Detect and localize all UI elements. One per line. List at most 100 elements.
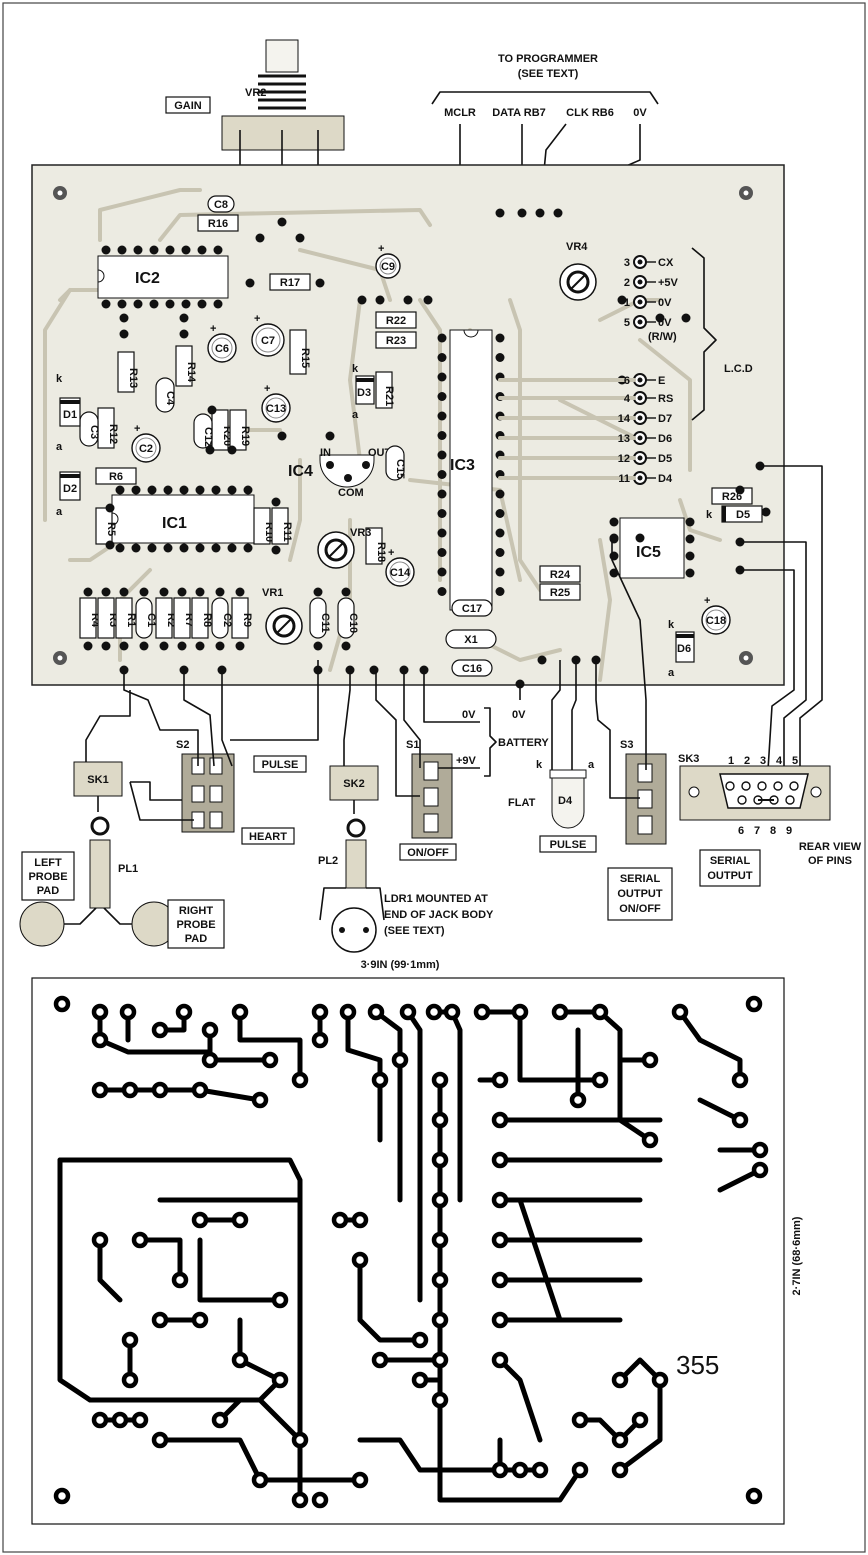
svg-text:R5: R5 (105, 522, 117, 536)
wire-sk1-a (85, 690, 131, 762)
svg-text:R19: R19 (239, 426, 251, 446)
foil-pad (551, 1003, 569, 1021)
svg-text:C8: C8 (214, 199, 228, 211)
electrolytic-capacitor: C18+ (701, 595, 731, 635)
preset-label: VR4 (566, 241, 588, 253)
serial-onoff-3: ON/OFF (619, 903, 661, 915)
foil-pad (431, 1271, 449, 1289)
pad (159, 641, 169, 651)
d6: D6 (675, 631, 695, 663)
foil-pad (425, 1003, 443, 1021)
foil-pad (271, 1371, 289, 1389)
pad (437, 548, 447, 557)
pad (133, 299, 143, 309)
svg-text:k: k (56, 373, 63, 385)
pad (437, 587, 447, 596)
lcd-pin-number: 3 (624, 257, 630, 269)
part-label: C2 (221, 613, 233, 627)
svg-text:R13: R13 (127, 368, 139, 388)
r16: R16 (197, 214, 239, 232)
c15: C15 (385, 445, 406, 481)
board-0v-label: 0V (512, 709, 526, 721)
lcd-pad-hole (637, 395, 643, 401)
plus-mark: + (210, 323, 216, 335)
foil-track (373, 1009, 403, 1203)
plus-mark: + (704, 595, 710, 607)
bottom-part: R3 (97, 587, 119, 651)
lcd-pin-name: CX (658, 257, 674, 269)
bottom-part: R1 (115, 587, 137, 651)
pad (437, 509, 447, 518)
pad (235, 587, 245, 597)
vr2-shaft (265, 39, 299, 73)
pad (119, 329, 129, 339)
pad (315, 278, 325, 288)
sk3-pin (741, 781, 751, 791)
foil-pad (251, 1091, 269, 1109)
pad (495, 509, 505, 518)
onoff-box (399, 843, 457, 861)
foil-track (417, 1377, 583, 1503)
battery-0v: 0V (462, 709, 476, 721)
foil-track (197, 1237, 283, 1303)
pad (195, 641, 205, 651)
prog-pin-0v: 0V (633, 107, 647, 119)
wire-s2-a (123, 670, 199, 766)
foil-pad (431, 1311, 449, 1329)
pad (437, 567, 447, 577)
svg-text:R25: R25 (550, 587, 570, 599)
svg-text:D2: D2 (63, 483, 77, 495)
pad (195, 543, 205, 553)
foil-pad (531, 1461, 549, 1479)
pad (243, 543, 253, 553)
pad (369, 665, 379, 675)
pad (495, 208, 505, 218)
foil-pad (291, 1431, 309, 1449)
pad (495, 333, 505, 343)
lcd-pin-name: D4 (658, 473, 673, 485)
battery-label: BATTERY (498, 737, 549, 749)
foil-pad (443, 1003, 461, 1021)
resistor-body (155, 597, 173, 639)
preset-slot (569, 273, 587, 291)
switch-tag (209, 811, 223, 829)
led-a: a (588, 759, 595, 771)
ic4 (319, 454, 375, 488)
pl1-body (89, 839, 111, 909)
svg-text:D6: D6 (677, 643, 691, 655)
foil-pad (399, 1003, 417, 1021)
sk3-label: SK3 (678, 753, 699, 765)
lcd-pin-number: 13 (618, 433, 630, 445)
pad (159, 587, 169, 597)
foil-pad (251, 1471, 269, 1489)
pad (535, 208, 545, 218)
bottom-part: C1 (135, 587, 157, 651)
pad (255, 233, 265, 243)
foil-pad (121, 1081, 139, 1099)
foil-pad (191, 1311, 209, 1329)
lcd-pin-number: 2 (624, 277, 630, 289)
r26: R26 (711, 487, 753, 505)
preset-slot (327, 541, 345, 559)
electrolytic-capacitor: C7+ (251, 313, 285, 357)
pad (517, 208, 527, 218)
heart-label: HEART (249, 831, 287, 843)
r19: R19 (229, 409, 251, 451)
r25: R25 (539, 583, 581, 601)
cap-label: C9 (381, 261, 395, 273)
lcd-pin-name: D5 (658, 453, 672, 465)
pad (437, 470, 447, 479)
wire-sk1-b (130, 781, 194, 801)
pad (177, 641, 187, 651)
pad (341, 641, 351, 651)
battery-bracket (484, 707, 497, 777)
foil-pad (351, 1211, 369, 1229)
resistor-body (97, 597, 115, 639)
left-probe-l2: PROBE (28, 871, 67, 883)
svg-text:C3: C3 (88, 425, 100, 439)
pad (245, 278, 255, 288)
pad (117, 299, 127, 309)
